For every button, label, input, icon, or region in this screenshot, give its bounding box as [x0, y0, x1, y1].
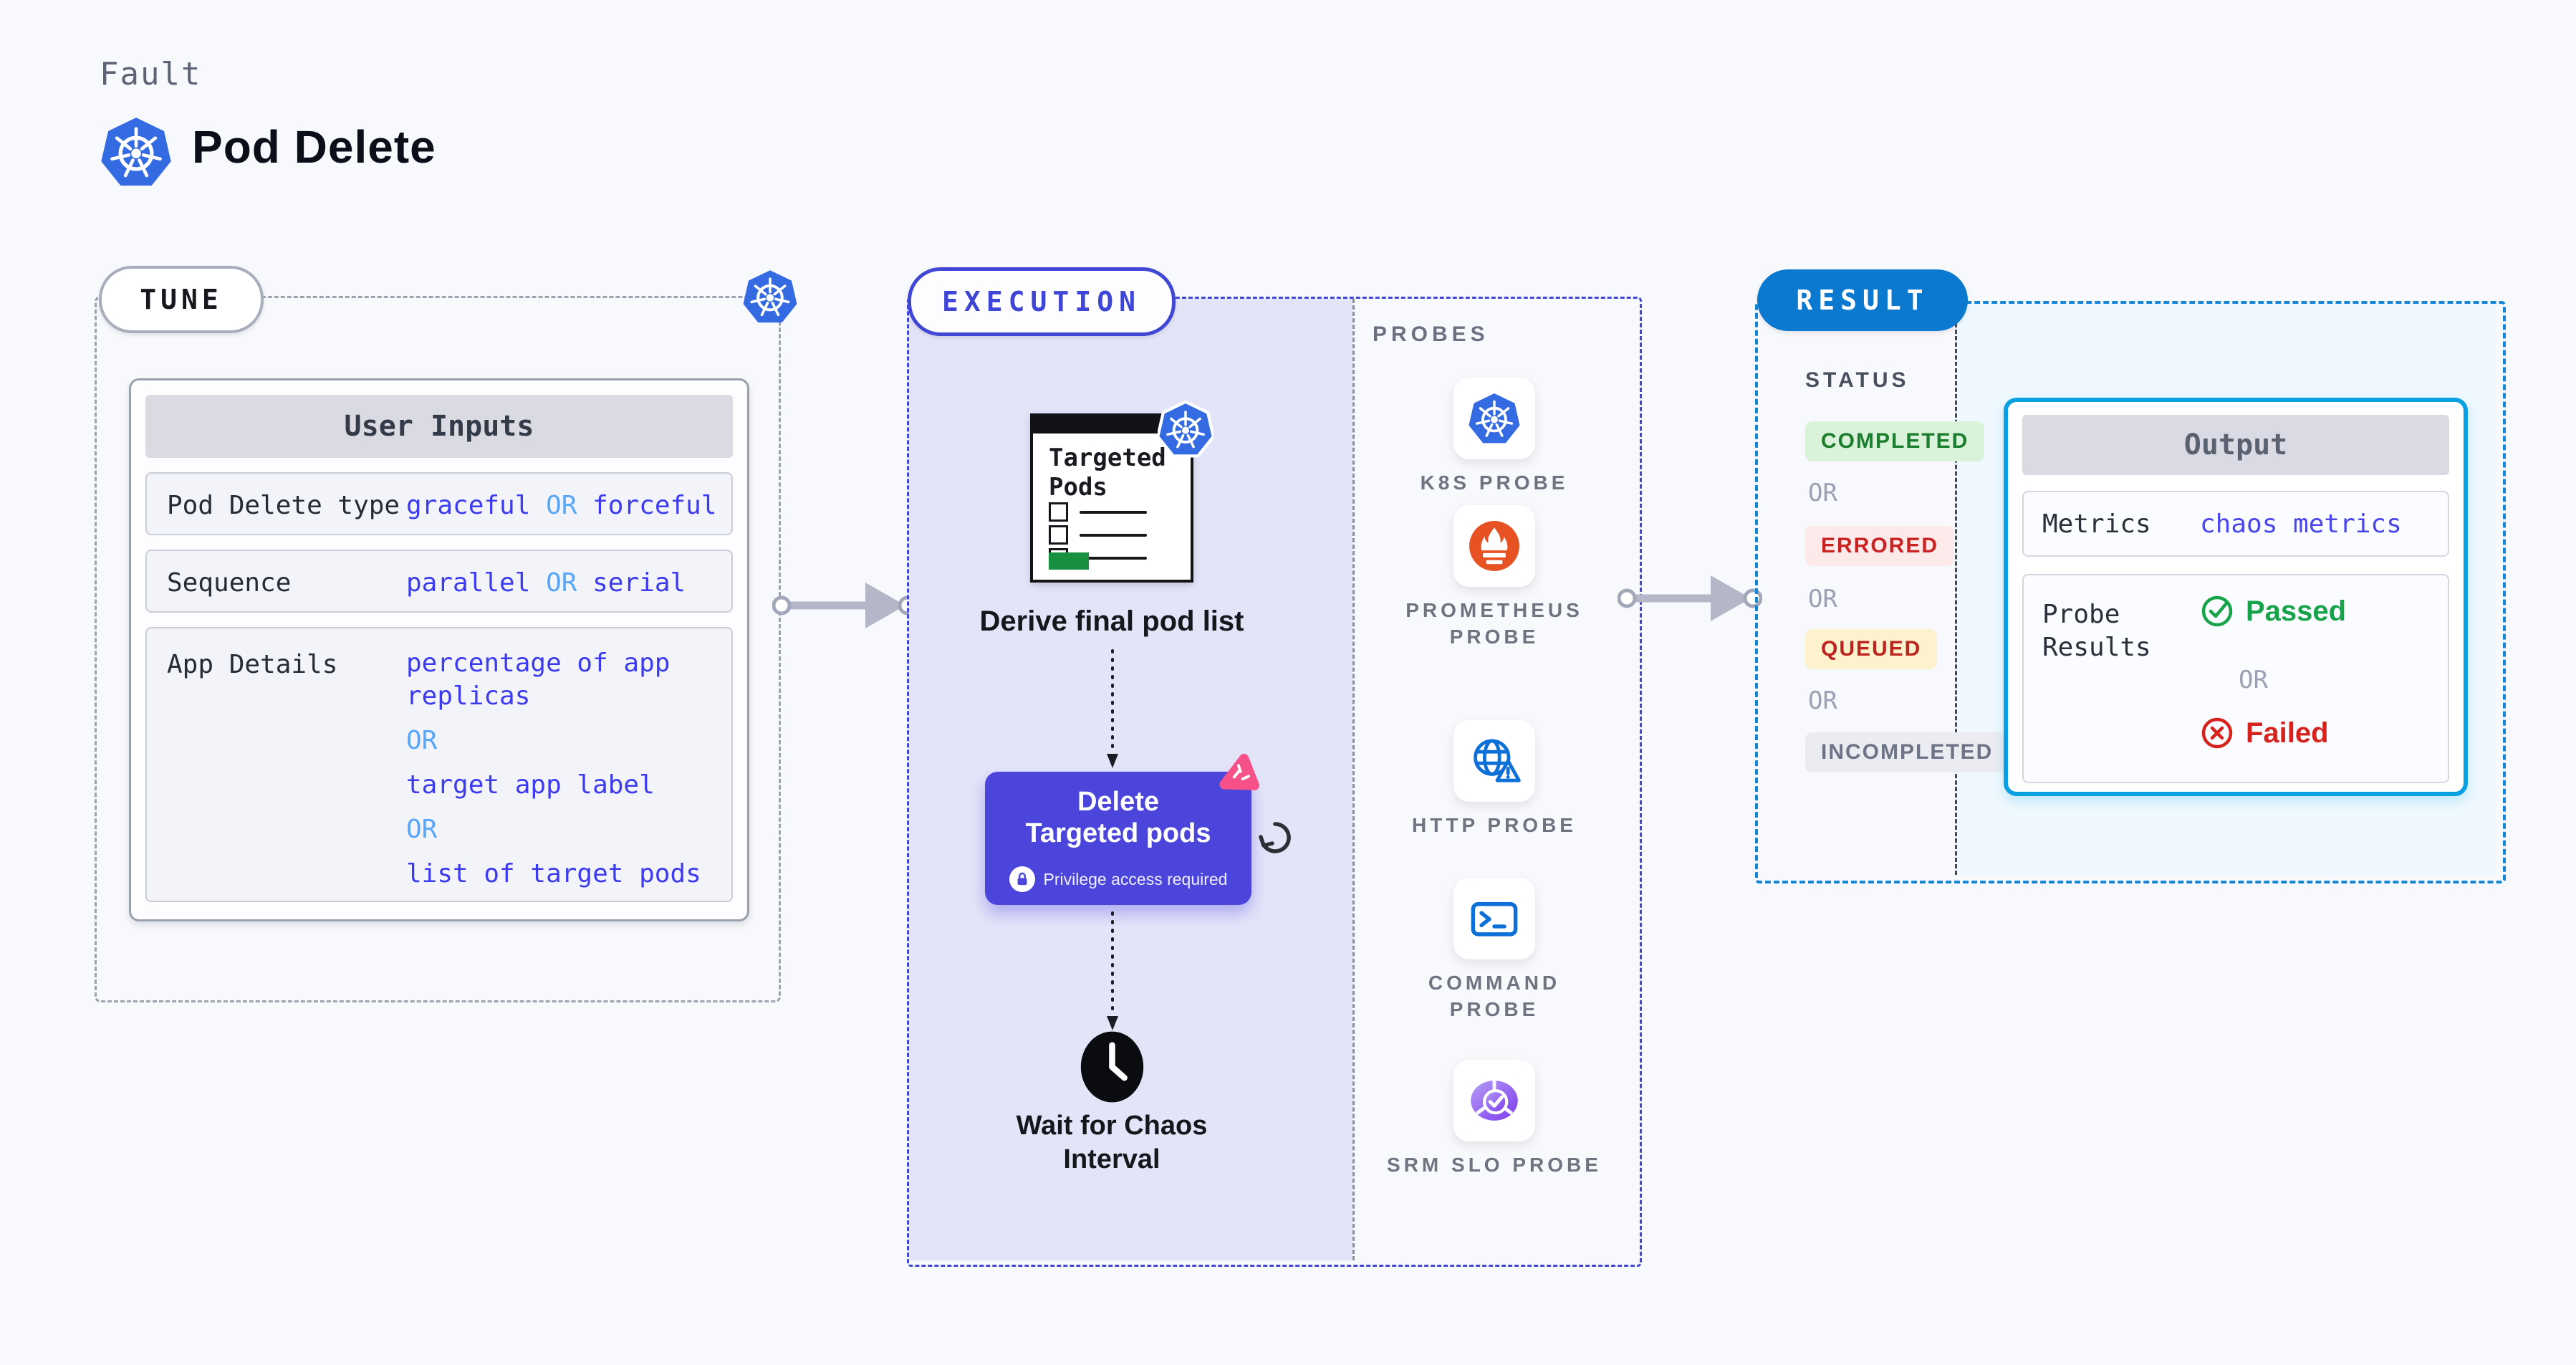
command-probe-icon [1466, 891, 1522, 947]
probe-label: HTTP PROBE [1412, 814, 1577, 836]
derive-final-pod-list-label: Derive final pod list [979, 605, 1244, 637]
execution-to-result-arrow [1618, 567, 1762, 630]
k8s-probe-card [1453, 378, 1535, 459]
value-option: serial [592, 567, 686, 598]
input-row-pod-delete-type: Pod Delete type graceful OR forceful [145, 472, 733, 535]
clock-icon [1078, 1030, 1146, 1104]
probe-label: PROMETHEUS PROBE [1405, 599, 1583, 648]
row-label: Sequence [167, 567, 292, 598]
pod-checklist-item [1049, 525, 1147, 545]
tune-section-box [95, 296, 781, 1002]
kubernetes-icon [99, 113, 173, 191]
value-or: OR [406, 815, 438, 844]
probe-label: K8S PROBE [1420, 471, 1569, 494]
row-label: Metrics [2042, 509, 2151, 539]
k8s-probe-icon [1467, 391, 1522, 446]
kubernetes-badge-icon [1158, 400, 1213, 459]
input-row-app-details: App Details percentage of app replicas O… [145, 627, 733, 902]
http-probe-icon [1466, 732, 1523, 790]
flow-connector-down [1105, 649, 1120, 770]
output-row-probe-results: Probe Results Passed OR Failed [2022, 574, 2449, 783]
result-status-divider [1955, 304, 1957, 875]
delete-node-title: Delete Targeted pods [1025, 787, 1211, 848]
status-or: OR [1808, 479, 1837, 507]
app-details-options: percentage of app replicas OR target app… [406, 647, 721, 891]
probes-column-label: PROBES [1373, 322, 1489, 346]
command-probe-card [1453, 878, 1535, 959]
tune-section-pill: TUNE [99, 266, 264, 333]
execution-probes-divider [1352, 299, 1355, 1260]
srm-slo-probe-card [1453, 1060, 1535, 1141]
pod-checklist-item [1049, 502, 1147, 522]
status-or: OR [1808, 585, 1837, 613]
page-title: Pod Delete [192, 121, 436, 173]
probe-result-failed: Failed [2200, 716, 2329, 750]
wait-for-chaos-interval-label: Wait for Chaos Interval [1016, 1111, 1208, 1174]
output-card: Output Metrics chaos metrics Probe Resul… [2004, 398, 2468, 796]
privilege-note: Privilege access required [1043, 869, 1228, 889]
result-section-box [1755, 301, 2506, 883]
passed-label: Passed [2246, 595, 2347, 627]
value-or: OR [546, 490, 577, 520]
tune-to-execution-arrow [772, 574, 917, 637]
row-label: Pod Delete type [167, 490, 400, 520]
row-value: graceful OR forceful [406, 474, 717, 537]
check-circle-icon [2200, 594, 2234, 628]
chaos-badge-icon [1214, 749, 1263, 798]
output-header: Output [2022, 415, 2449, 475]
http-probe-card [1453, 720, 1535, 802]
fault-eyebrow: Fault [100, 56, 202, 92]
failed-label: Failed [2246, 717, 2329, 749]
prometheus-probe-card [1453, 505, 1535, 587]
execution-section-box [907, 297, 1642, 1267]
value-option: target app label [406, 770, 655, 800]
value-option: list of target pods [406, 859, 701, 889]
status-badge-completed: COMPLETED [1805, 421, 1985, 461]
probe-label: SRM SLO PROBE [1387, 1154, 1602, 1176]
status-or: OR [1808, 686, 1837, 715]
probe-label: COMMAND PROBE [1428, 972, 1561, 1020]
kubernetes-corner-icon [741, 267, 799, 327]
probe-result-or: OR [2239, 666, 2268, 694]
user-inputs-header: User Inputs [145, 395, 733, 458]
execution-section-pill: EXECUTION [908, 267, 1176, 336]
retry-loop-icon [1255, 817, 1295, 860]
flow-connector-down [1105, 911, 1120, 1032]
row-label: App Details [167, 650, 338, 679]
value-or: OR [406, 726, 438, 755]
srm-slo-probe-icon [1465, 1071, 1524, 1130]
row-value: parallel OR serial [406, 551, 686, 614]
probe-result-passed: Passed [2200, 594, 2346, 628]
status-badge-queued: QUEUED [1805, 629, 1938, 669]
value-option: parallel [406, 567, 531, 598]
lock-icon [1009, 866, 1035, 892]
value-option: graceful [406, 490, 531, 520]
row-label: Probe Results [2042, 600, 2151, 662]
privilege-note-row: Privilege access required [985, 866, 1251, 892]
value-option: percentage of app replicas [406, 648, 671, 711]
value-or: OR [546, 567, 577, 598]
x-circle-icon [2200, 716, 2234, 750]
result-section-pill: RESULT [1757, 269, 1968, 331]
status-column-label: STATUS [1805, 368, 1910, 392]
status-badge-incompleted: INCOMPLETED [1805, 732, 2009, 772]
metrics-value: chaos metrics [2200, 509, 2402, 539]
user-inputs-card: User Inputs Pod Delete type graceful OR … [129, 378, 749, 921]
progress-block [1049, 552, 1089, 570]
delete-targeted-pods-node: Delete Targeted pods Privilege access re… [985, 772, 1251, 905]
output-row-metrics: Metrics chaos metrics [2022, 491, 2449, 557]
status-badge-errored: ERRORED [1805, 526, 1955, 566]
input-row-sequence: Sequence parallel OR serial [145, 550, 733, 613]
value-option: forceful [592, 490, 717, 520]
targeted-pods-title: Targeted Pods [1049, 444, 1166, 502]
prometheus-probe-icon [1467, 519, 1522, 573]
